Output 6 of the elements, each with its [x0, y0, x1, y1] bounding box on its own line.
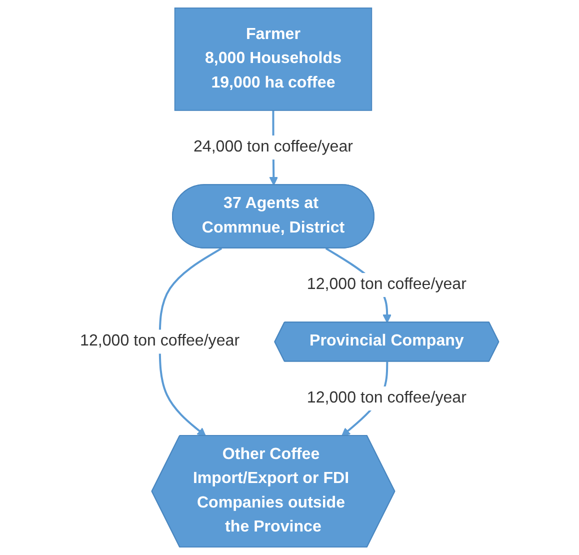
edge-label: 24,000 ton coffee/year [194, 138, 354, 156]
node-box: Farmer 8,000 Households 19,000 ha coffee [174, 8, 372, 111]
edge-label: 12,000 ton coffee/year [80, 332, 240, 350]
edge-label: 12,000 ton coffee/year [307, 276, 467, 294]
edge-label: 12,000 ton coffee/year [307, 389, 467, 406]
arrow [158, 248, 222, 436]
